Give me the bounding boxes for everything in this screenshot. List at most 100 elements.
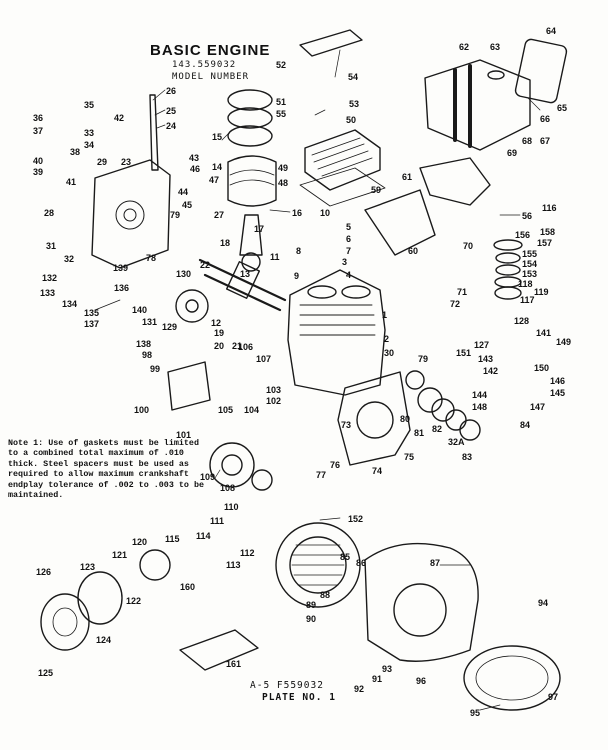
- callout-160: 160: [180, 582, 196, 592]
- callout-120: 120: [132, 537, 148, 547]
- callout-40: 40: [33, 156, 44, 166]
- callout-87: 87: [430, 558, 441, 568]
- callout-151: 151: [456, 348, 472, 358]
- callout-17a: 17: [254, 224, 265, 234]
- callout-145: 145: [550, 388, 566, 398]
- footer-reference: A-5 F559032: [250, 680, 324, 691]
- callout-54: 54: [348, 72, 359, 82]
- callout-66: 66: [540, 114, 551, 124]
- callout-21: 21: [232, 341, 243, 351]
- callout-98: 98: [142, 350, 153, 360]
- callout-105: 105: [218, 405, 234, 415]
- callout-51a: 51: [276, 97, 287, 107]
- flywheel-part: [275, 522, 361, 608]
- callout-65: 65: [557, 103, 568, 113]
- callout-55: 55: [276, 109, 287, 119]
- callout-34: 34: [84, 140, 95, 150]
- callout-49: 49: [278, 163, 289, 173]
- callout-152: 152: [348, 514, 364, 524]
- callout-92: 92: [354, 684, 365, 694]
- callout-149: 149: [556, 337, 572, 347]
- callout-110: 110: [224, 502, 239, 512]
- callout-156: 156: [515, 230, 531, 240]
- housing-part: [209, 442, 255, 488]
- callout-81: 81: [414, 428, 425, 438]
- callout-69: 69: [507, 148, 518, 158]
- cover-plate-part: [299, 29, 363, 57]
- head-gasket-part: [299, 167, 386, 207]
- callout-75: 75: [404, 452, 415, 462]
- callout-35: 35: [84, 100, 95, 110]
- callout-126: 126: [36, 567, 52, 577]
- callout-113: 113: [226, 560, 241, 570]
- callout-130: 130: [176, 269, 192, 279]
- callout-61: 61: [402, 172, 413, 182]
- callout-47: 47: [209, 175, 220, 185]
- callout-59: 59: [371, 185, 382, 195]
- callout-94: 94: [538, 598, 549, 608]
- callout-109: 109: [200, 472, 216, 482]
- callout-78: 78: [146, 253, 157, 263]
- callout-22: 22: [200, 260, 211, 270]
- callout-24: 24: [166, 121, 177, 131]
- callout-48: 48: [278, 178, 289, 188]
- callout-4: 4: [346, 270, 352, 280]
- callout-161: 161: [226, 659, 242, 669]
- callout-135: 135: [84, 308, 100, 318]
- diagram-title: BASIC ENGINE: [150, 42, 271, 59]
- gear-part: [175, 289, 209, 323]
- callout-91: 91: [372, 674, 383, 684]
- callout-31: 31: [46, 241, 57, 251]
- rotating-screen-part: [463, 645, 561, 711]
- callout-103: 103: [266, 385, 282, 395]
- callout-7: 7: [346, 246, 352, 256]
- callout-43: 43: [189, 153, 200, 163]
- callout-128: 128: [514, 316, 530, 326]
- callout-30: 30: [384, 348, 395, 358]
- callout-143: 143: [478, 354, 494, 364]
- callout-79b: 79: [418, 354, 429, 364]
- callout-147: 147: [530, 402, 546, 412]
- callout-14: 14: [212, 162, 223, 172]
- callout-36: 36: [33, 113, 44, 123]
- callout-11: 11: [270, 252, 280, 262]
- callout-46: 46: [190, 164, 201, 174]
- callout-115: 115: [165, 534, 180, 544]
- callout-118: 118: [518, 279, 533, 289]
- callout-70: 70: [463, 241, 474, 251]
- starter-pulley-part: [77, 571, 123, 625]
- callout-102: 102: [266, 396, 282, 406]
- callout-141a: 141: [536, 328, 552, 338]
- callout-90: 90: [306, 614, 317, 624]
- callout-93: 93: [382, 664, 393, 674]
- callout-123: 123: [80, 562, 96, 572]
- callout-88: 88: [320, 590, 331, 600]
- callout-6: 6: [346, 234, 352, 244]
- callout-131: 131: [142, 317, 158, 327]
- callout-132: 132: [42, 273, 58, 283]
- callout-136: 136: [114, 283, 130, 293]
- callout-15: 15: [212, 132, 223, 142]
- callout-28: 28: [44, 208, 55, 218]
- callout-39: 39: [33, 167, 44, 177]
- callout-63: 63: [490, 42, 501, 52]
- callout-96: 96: [416, 676, 427, 686]
- callout-139: 139: [113, 263, 129, 273]
- callout-72: 72: [450, 299, 461, 309]
- blower-housing-part: [364, 542, 479, 662]
- callout-107: 107: [256, 354, 272, 364]
- callout-121: 121: [112, 550, 128, 560]
- model-number-label: MODEL NUMBER: [172, 72, 250, 82]
- callout-45: 45: [182, 200, 193, 210]
- gasket-note: Note 1: Use of gaskets must be limited t…: [8, 438, 205, 501]
- callout-146: 146: [550, 376, 566, 386]
- callout-158: 158: [540, 227, 556, 237]
- callout-157: 157: [537, 238, 553, 248]
- callout-64: 64: [546, 26, 557, 36]
- callout-52: 52: [276, 60, 287, 70]
- callout-62: 62: [459, 42, 470, 52]
- callout-125: 125: [38, 668, 54, 678]
- callout-124: 124: [96, 635, 112, 645]
